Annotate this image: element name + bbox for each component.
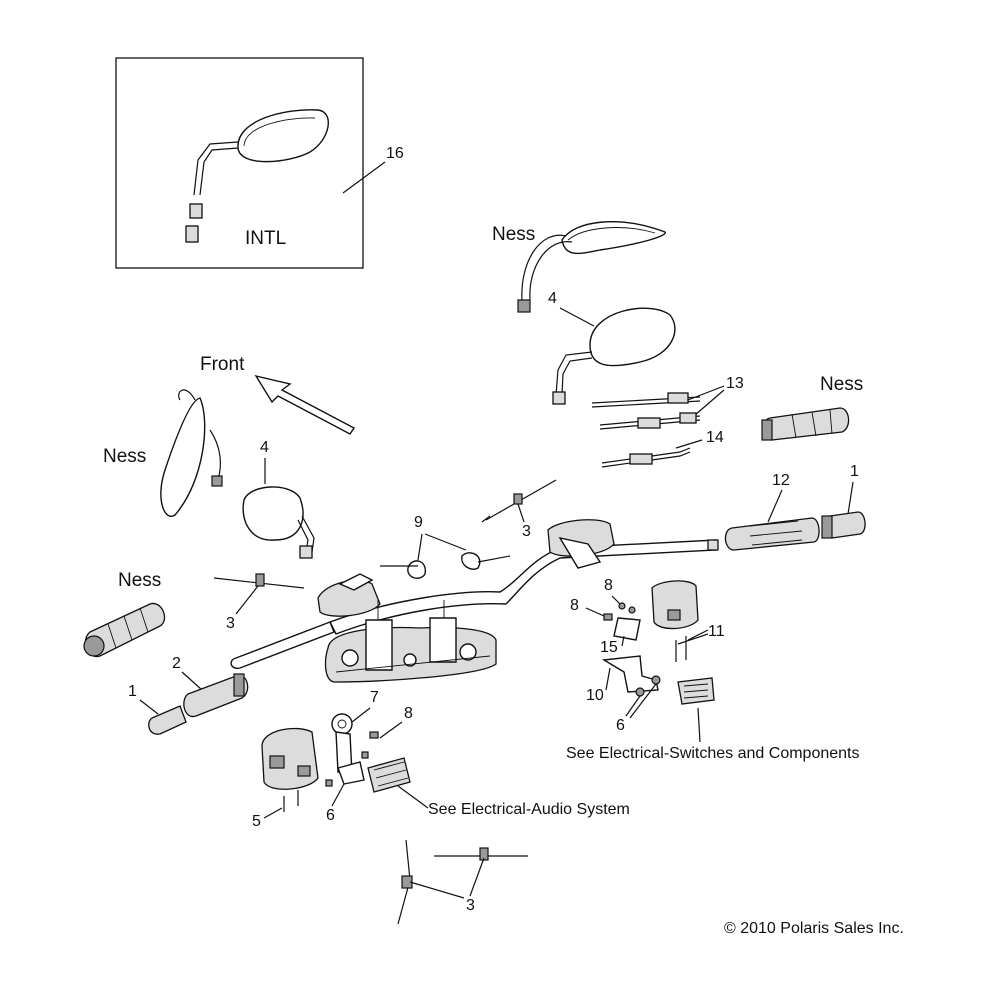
mirror-4-left: 4	[242, 439, 315, 559]
callout-5: 5	[252, 813, 261, 830]
cable-ties-3-bottom: 3	[397, 839, 528, 925]
cable-tie-3-left: 3	[213, 573, 305, 632]
cable-tie-3-upper: 3	[481, 479, 557, 540]
ness-label-3: Ness	[103, 446, 146, 467]
callout-14: 14	[706, 429, 724, 446]
callout-3a: 3	[522, 523, 531, 540]
front-label: Front	[200, 354, 245, 375]
callout-7: 7	[370, 689, 379, 706]
callout-15: 15	[600, 639, 618, 656]
intl-inset: INTL 16	[115, 57, 404, 269]
intl-label: INTL	[245, 228, 286, 249]
note-audio: See Electrical-Audio System	[428, 801, 630, 818]
callout-8c: 8	[404, 705, 413, 722]
mirror-ness-left: Ness	[103, 389, 223, 517]
handlebar-assembly	[230, 519, 719, 683]
mirror-4-right: 4	[548, 290, 676, 405]
front-arrow: Front	[200, 354, 356, 435]
mirror-ness-top: Ness	[492, 221, 666, 313]
ness-label-1: Ness	[492, 224, 535, 245]
cables-13-14: 13 14	[591, 375, 744, 468]
callout-12: 12	[772, 472, 790, 489]
left-switch-cluster: 5 7 8 6 See Electrical-Audio System	[252, 689, 630, 830]
grip-ness-left: Ness	[83, 570, 166, 658]
callout-1b: 1	[850, 463, 859, 480]
callout-6a: 6	[326, 807, 335, 824]
copyright: © 2010 Polaris Sales Inc.	[724, 920, 904, 937]
callout-6b: 6	[616, 717, 625, 734]
callout-8b: 8	[570, 597, 579, 614]
callout-16: 16	[386, 145, 404, 162]
callout-13: 13	[726, 375, 744, 392]
callout-3b: 3	[226, 615, 235, 632]
clips-9: 9	[380, 514, 511, 579]
grip-ness-right: Ness	[761, 374, 863, 441]
right-switch-cluster: 8 8 15 11 10 6 See Electrical-Switches a…	[566, 577, 859, 762]
callout-10: 10	[586, 687, 604, 704]
grip-12-right: 12 1	[724, 463, 866, 551]
callout-3c: 3	[466, 897, 475, 914]
ness-label-4: Ness	[118, 570, 161, 591]
callout-11: 11	[708, 623, 725, 640]
callout-4b: 4	[260, 439, 269, 456]
callout-2: 2	[172, 655, 181, 672]
callout-8a: 8	[604, 577, 613, 594]
note-switches: See Electrical-Switches and Components	[566, 745, 859, 762]
ness-label-2: Ness	[820, 374, 863, 395]
callout-4a: 4	[548, 290, 557, 307]
grip-2-left: 2 1	[128, 655, 249, 735]
callout-9: 9	[414, 514, 423, 531]
callout-1a: 1	[128, 683, 137, 700]
